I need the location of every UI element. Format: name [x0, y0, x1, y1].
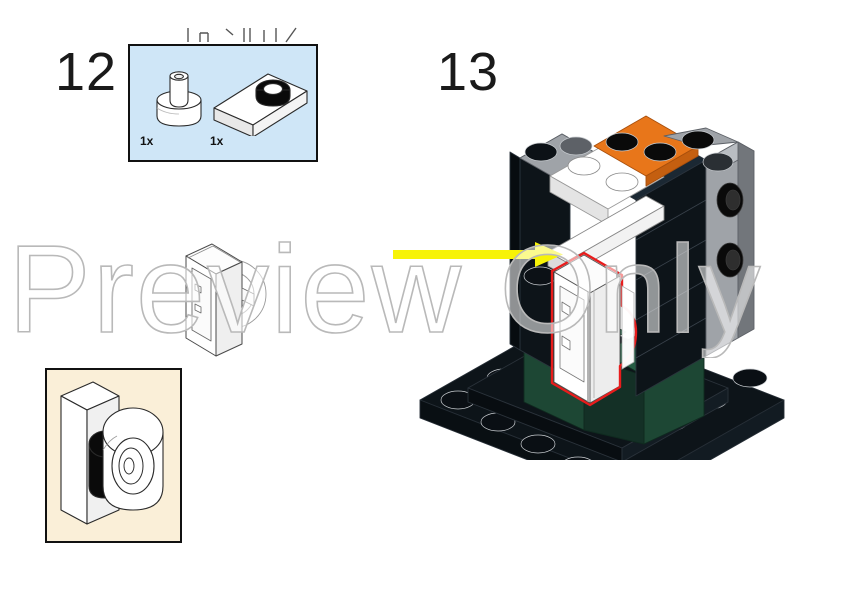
sub-assembly-line-drawing [168, 228, 298, 368]
assembled-model-step-13 [398, 100, 806, 503]
clipped-artifact-marks [186, 26, 306, 44]
part-icon-plate-1x2-with-stud [208, 64, 312, 138]
step-number-13: 13 [437, 42, 500, 102]
step-number-12: 12 [55, 42, 118, 102]
parts-callout-box-step-12: 1x 1x [128, 44, 318, 162]
assembly-direction-arrow [393, 240, 568, 274]
part-quantity-label-0: 1x [140, 134, 154, 148]
detail-callout-inset [45, 368, 182, 543]
part-icon-round-plate-1x1 [144, 60, 216, 134]
part-quantity-label-1: 1x [210, 134, 224, 148]
